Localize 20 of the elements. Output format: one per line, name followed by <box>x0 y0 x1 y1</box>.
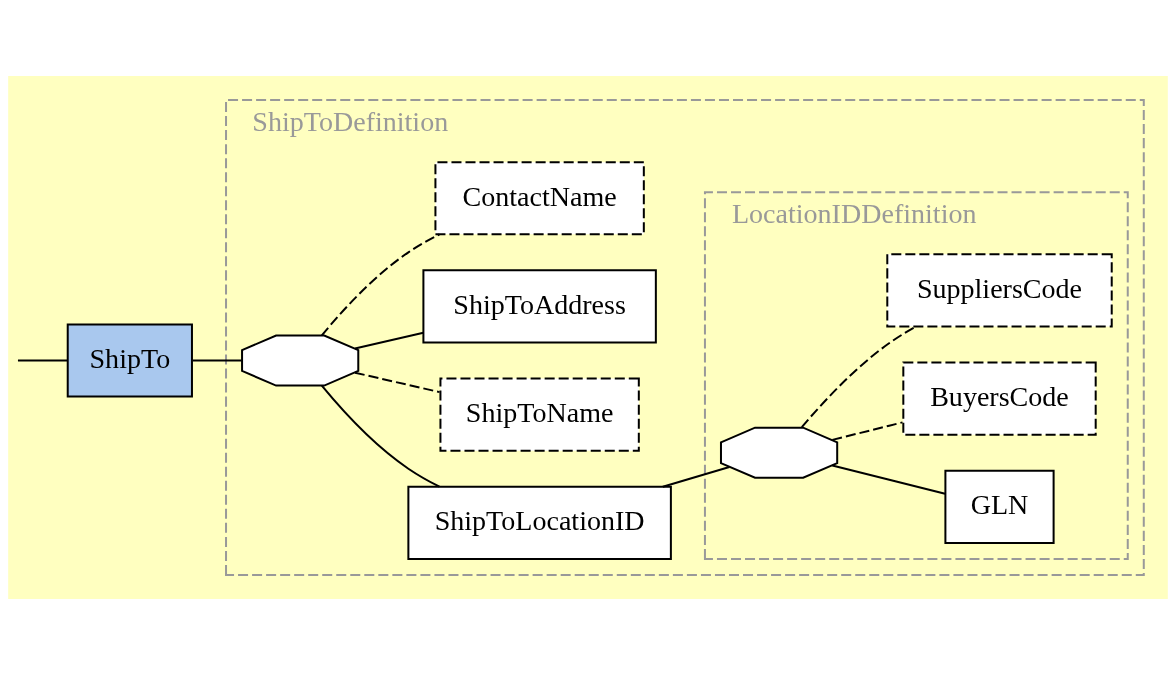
connector <box>16 359 69 362</box>
node-box: ContactName <box>434 161 645 236</box>
connector <box>320 233 441 337</box>
connector <box>831 421 904 441</box>
connector <box>191 359 243 362</box>
node-box: ShipToName <box>439 377 640 452</box>
node-box: GLN <box>944 469 1055 544</box>
node-box: BuyersCode <box>902 361 1097 436</box>
connector <box>320 384 441 488</box>
node-box: ShipToAddress <box>422 269 657 344</box>
node-octagon <box>719 426 839 479</box>
connector <box>831 464 947 495</box>
node-octagon <box>241 334 360 387</box>
connector <box>800 325 917 429</box>
node-box: ShipTo <box>66 323 193 398</box>
node-box: ShipToLocationID <box>407 485 672 560</box>
node-box: SuppliersCode <box>886 253 1113 328</box>
connector <box>354 371 441 394</box>
connector <box>354 331 425 350</box>
connector <box>661 465 731 488</box>
